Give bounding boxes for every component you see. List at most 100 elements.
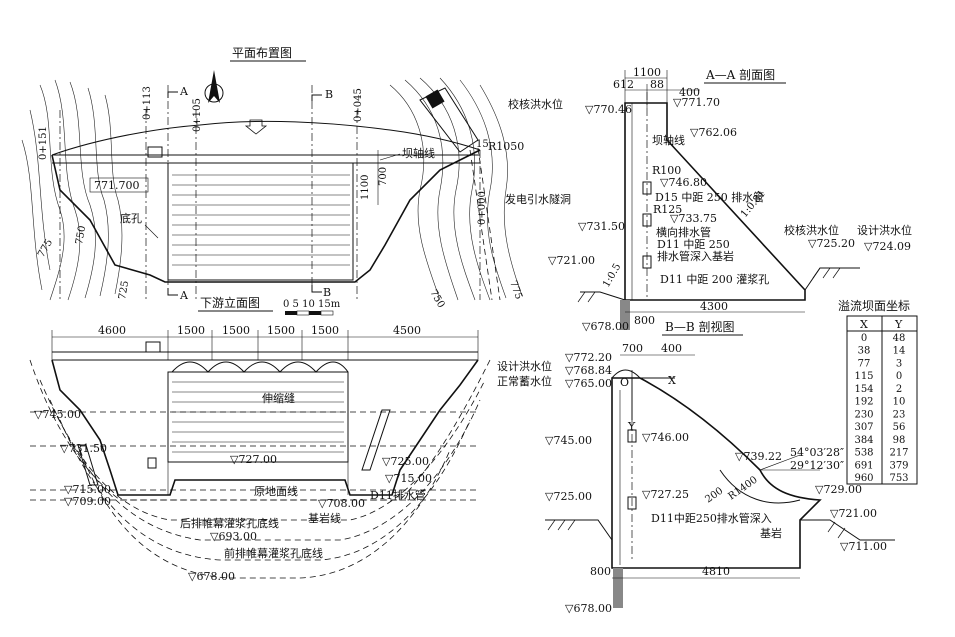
sb-elev-746: ▽746.00 <box>642 431 689 444</box>
sa-dim-400: 400 <box>679 86 700 99</box>
north-arrow-icon <box>204 70 224 103</box>
sb-angle-2: 29°12′30″ <box>790 459 844 472</box>
downstream-elevation: 下游立面图 0 5 10 15m 4600 1500 1500 1500 150… <box>29 295 491 583</box>
sa-elev-77046: ▽770.46 <box>585 103 632 116</box>
scale-bar <box>285 310 334 316</box>
plan-radius: R1050 <box>488 140 524 153</box>
sa-grout-curtain <box>620 300 630 330</box>
sa-dim-1100: 1100 <box>633 66 661 79</box>
sa-check-level: 校核洪水位 <box>508 97 563 111</box>
sa-axis-label: 坝轴线 <box>652 133 685 147</box>
coord-cell-y: 753 <box>889 473 908 484</box>
coord-table-title: 溢流坝面坐标 <box>838 299 910 313</box>
plan-section-b-bottom: B <box>323 286 331 299</box>
sb-rock-label: 基岩 <box>760 526 782 540</box>
sa-dim-612: 612 <box>613 78 634 91</box>
coord-cell-y: 14 <box>893 346 906 357</box>
front-grout-label: 前排帷幕灌浆孔底线 <box>224 546 323 560</box>
contour-750-right: 750 <box>427 288 446 310</box>
plan-contour-15: 15 <box>476 139 489 150</box>
coord-cell-y: 379 <box>889 460 908 471</box>
sb-dam-profile <box>611 377 822 569</box>
sb-elev-745: ▽745.00 <box>545 434 592 447</box>
coord-cell-x: 154 <box>854 384 873 395</box>
elev-678: ▽678.00 <box>188 570 235 583</box>
scale-text: 0 5 10 15m <box>283 299 341 310</box>
coord-header-y: Y <box>894 318 903 331</box>
sb-elev-725: ▽725.00 <box>545 490 592 503</box>
sa-r125: R125 <box>653 203 682 216</box>
sb-elev-678: ▽678.00 <box>565 602 612 615</box>
drain-pipe-label: D11排水管 <box>370 488 426 502</box>
plan-section-a-top: A <box>179 85 189 98</box>
station-0000: 0+000 <box>477 191 488 225</box>
plan-title: 平面布置图 <box>232 46 292 60</box>
spillway-face-lines <box>172 381 344 453</box>
rear-grout-label: 后排帷幕灌浆孔底线 <box>180 516 279 530</box>
tunnel-intake <box>419 87 501 301</box>
sa-elev-72100: ▽721.00 <box>548 254 595 267</box>
sb-elev-72725: ▽727.25 <box>642 488 689 501</box>
elev-715-right: ▽715.00 <box>385 472 432 485</box>
elev-wing-walls <box>77 409 391 486</box>
coord-cell-x: 192 <box>854 397 873 408</box>
contour-750-left: 750 <box>74 225 88 246</box>
sb-dim-800: 800 <box>590 565 611 578</box>
spillway-face <box>167 371 349 463</box>
sb-dim-700: 700 <box>622 342 643 355</box>
coord-cell-y: 3 <box>896 358 902 369</box>
section-a-a: A—A 剖面图 1100 612 88 400 4300 800 ▽678.00 <box>508 66 912 333</box>
sa-dim-88: 88 <box>650 78 664 91</box>
dim-1500-2: 1500 <box>222 324 250 337</box>
sa-r100: R100 <box>652 164 681 177</box>
sa-elev-72409: ▽724.09 <box>864 240 911 253</box>
spillway-plan <box>167 162 354 281</box>
sa-elev-678: ▽678.00 <box>582 320 629 333</box>
contour-lines-right <box>389 77 523 301</box>
dim-1500-3: 1500 <box>267 324 295 337</box>
coord-cell-y: 23 <box>893 409 906 420</box>
coord-cell-x: 38 <box>858 346 871 357</box>
plan-tunnel: 发电引水隧洞 <box>505 192 571 206</box>
flow-arrow-icon <box>244 119 268 135</box>
sa-d11: D11 中距 250 <box>657 238 730 251</box>
sa-elev-73150: ▽731.50 <box>578 220 625 233</box>
sb-dim-200: 200 <box>703 485 725 505</box>
sb-dim-4810: 4810 <box>702 565 730 578</box>
sa-grout: D11 中距 200 灌浆孔 <box>660 272 769 286</box>
gatehouse <box>147 146 163 158</box>
coord-cell-y: 56 <box>893 422 906 433</box>
plan-elev-771700: 771.700 <box>94 179 140 192</box>
elev-727: ▽727.00 <box>230 453 277 466</box>
elev-709: ▽709.00 <box>64 495 111 508</box>
sb-angle-1: 54°03′28″ <box>790 446 844 459</box>
sa-elev-73375: ▽733.75 <box>670 212 717 225</box>
sb-elev-73922: ▽739.22 <box>735 450 782 463</box>
plan-section-a-bottom: A <box>179 289 189 302</box>
coord-cell-y: 217 <box>889 448 908 459</box>
sa-elev-74680: ▽746.80 <box>660 176 707 189</box>
elev-693: ▽693.00 <box>210 530 257 543</box>
section-a-title: A—A 剖面图 <box>705 68 775 82</box>
coord-header-x: X <box>860 318 868 331</box>
coord-cell-x: 307 <box>854 422 873 433</box>
station-0045: 0+045 <box>353 88 364 122</box>
contour-775-right: 775 <box>507 279 524 301</box>
expansion-joint: 伸缩缝 <box>262 391 295 405</box>
sa-rock-hatch <box>577 267 841 303</box>
sb-axis-y: Y <box>627 420 636 433</box>
station-0113: 0+113 <box>142 86 153 120</box>
dim-4500: 4500 <box>393 324 421 337</box>
section-b-b: B—B 剖视图 700 400 设计洪水位 正常蓄水位 ▽772.20 ▽768… <box>497 319 895 615</box>
plan-dim-1100: 1100 <box>360 175 371 200</box>
sb-drain-label: D11中距250排水管深入 <box>651 511 772 525</box>
elev-title: 下游立面图 <box>200 295 260 310</box>
elev-715-left: ▽715.00 <box>64 483 111 496</box>
elev-box <box>89 177 149 193</box>
coord-cell-x: 230 <box>854 409 873 420</box>
coord-cell-x: 691 <box>854 460 873 471</box>
coord-cell-x: 77 <box>858 358 871 369</box>
section-b-title: B—B 剖视图 <box>665 319 734 334</box>
dim-4600: 4600 <box>98 324 126 337</box>
